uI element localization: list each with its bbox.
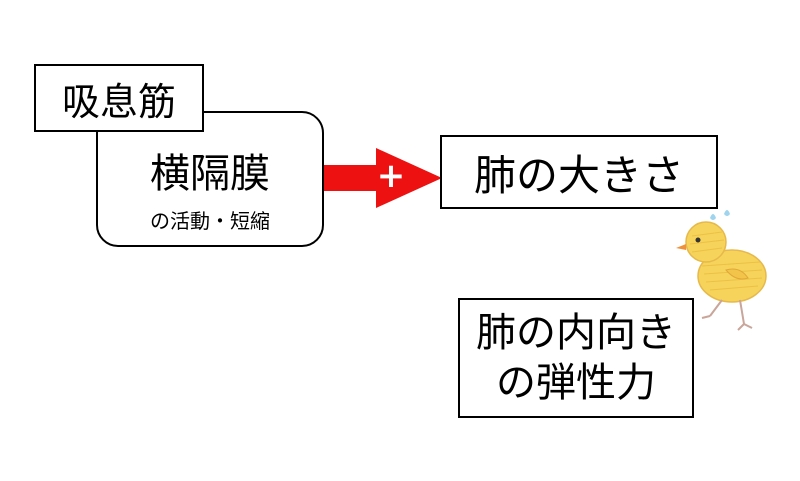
diaphragm-title: 横隔膜: [150, 151, 270, 197]
elastic-line-2: の弾性力: [496, 360, 656, 406]
chick-icon: [676, 210, 767, 331]
diaphragm-node: 横隔膜 の活動・短縮: [96, 111, 324, 247]
lung-elastic-force-node: 肺の内向き の弾性力: [458, 298, 694, 418]
diaphragm-subtitle: の活動・短縮: [150, 209, 270, 233]
positive-arrow: [296, 148, 442, 208]
arrow-sign-label: +: [376, 156, 406, 196]
lung-size-node: 肺の大きさ: [440, 135, 718, 209]
inspiratory-muscle-node: 吸息筋: [34, 64, 204, 132]
elastic-line-1: 肺の内向き: [476, 310, 676, 356]
